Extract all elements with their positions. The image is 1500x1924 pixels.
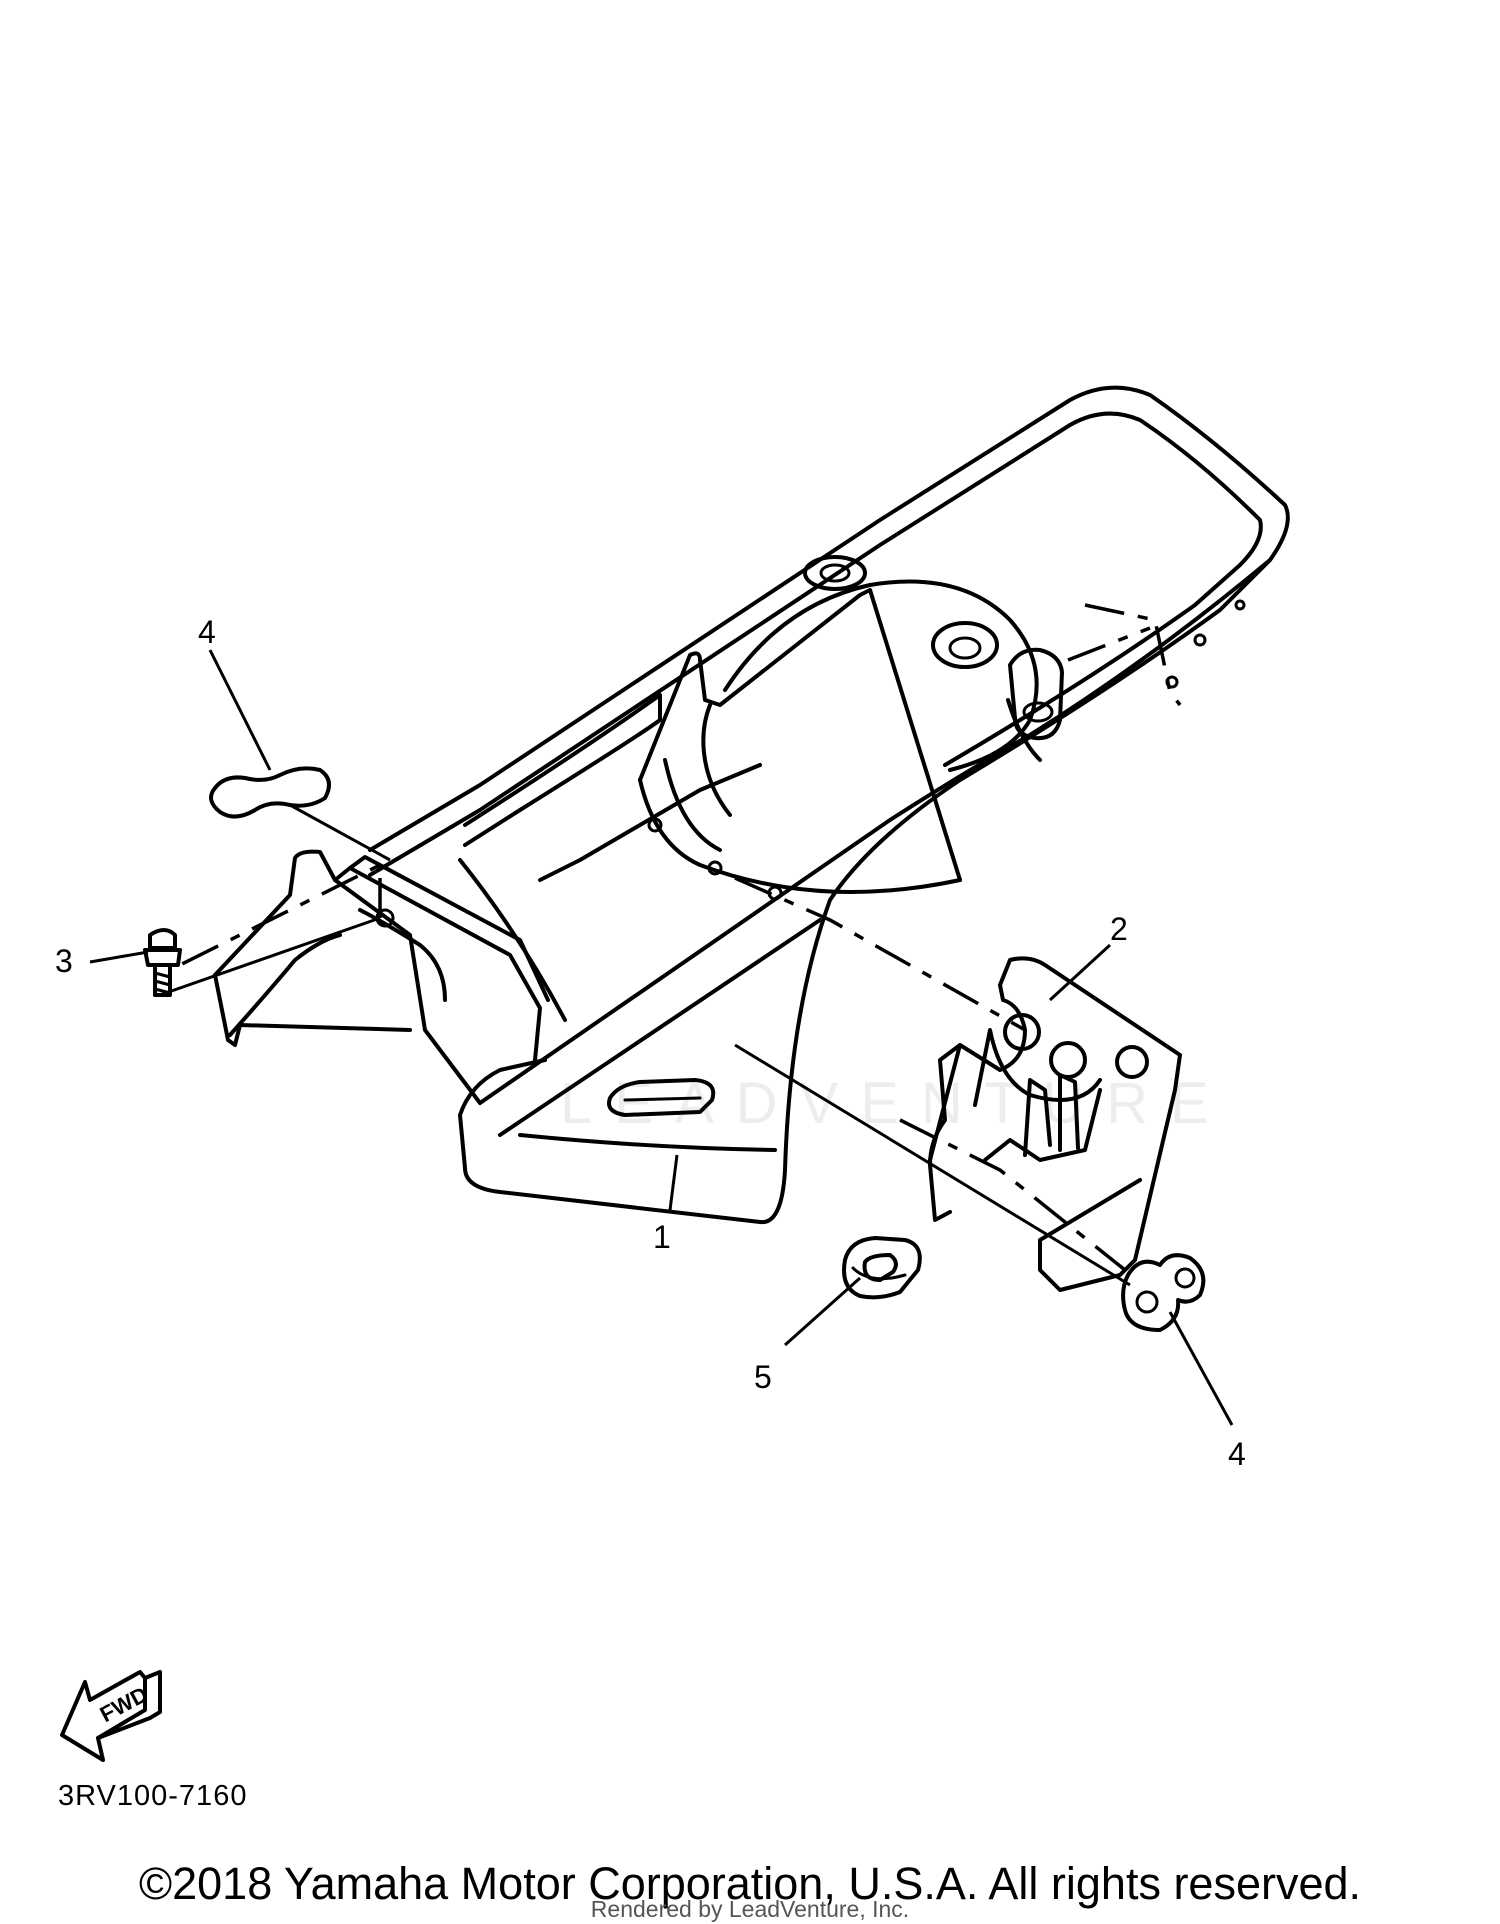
assembly-lines <box>169 603 1182 1272</box>
callout-2: 2 <box>1110 911 1128 947</box>
part-3-bolt[interactable] <box>143 928 182 997</box>
diagram-code: 3RV100-7160 <box>58 1780 248 1812</box>
render-credit: Rendered by LeadVenture, Inc. <box>590 1896 910 1922</box>
part-1-rear-fender[interactable] <box>213 385 1290 1225</box>
callout-4-bottom: 4 <box>1228 1436 1246 1472</box>
callout-3: 3 <box>55 943 73 979</box>
callout-4-top: 4 <box>198 614 216 650</box>
fwd-arrow-icon: FWD <box>60 1670 162 1762</box>
part-4-damper-bottom[interactable] <box>1121 1253 1206 1332</box>
copyright-notice: ©2018 Yamaha Motor Corporation, U.S.A. A… <box>138 1858 1362 1909</box>
solid-guide-lines <box>159 803 1131 1287</box>
callout-leaders <box>89 649 1234 1426</box>
callout-5: 5 <box>754 1359 772 1395</box>
part-4-damper-top[interactable] <box>209 766 331 819</box>
part-5-grommet[interactable] <box>842 1236 922 1300</box>
callout-1: 1 <box>653 1219 671 1255</box>
part-2-bracket[interactable] <box>928 956 1182 1292</box>
